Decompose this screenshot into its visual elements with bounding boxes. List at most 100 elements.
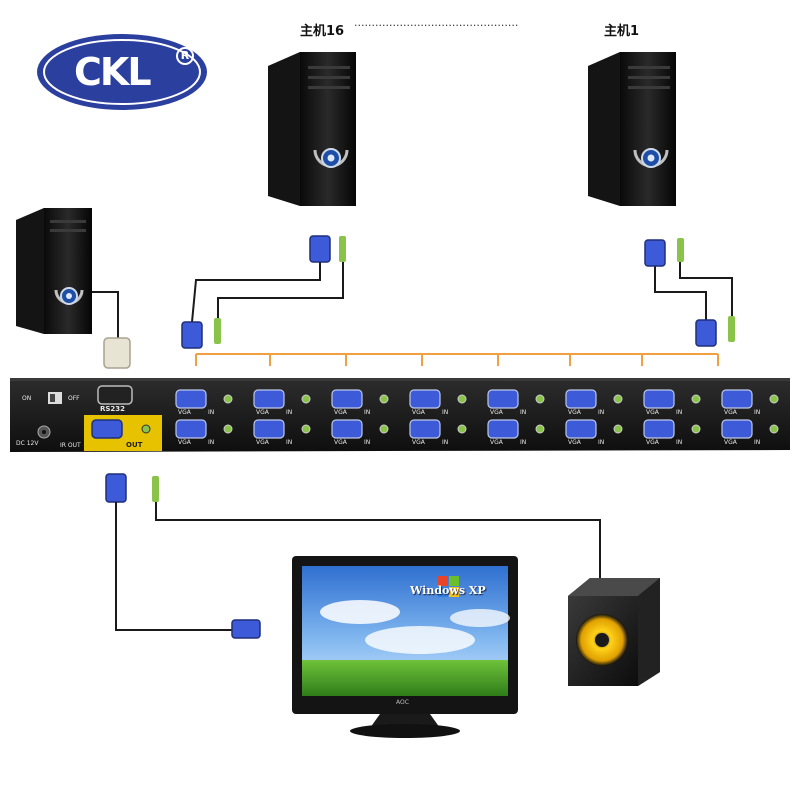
port-label-vga: VGA xyxy=(568,409,581,416)
audio-plug-icon xyxy=(728,316,735,342)
port-label-in: IN xyxy=(286,439,293,446)
port-label-vga: VGA xyxy=(334,409,347,416)
port-label-in: IN xyxy=(208,439,215,446)
cable-local-tower xyxy=(92,291,131,369)
audio-out-port-icon xyxy=(141,424,151,434)
port-span-bracket xyxy=(195,353,719,366)
computer-tower-host1 xyxy=(588,52,676,206)
port-label-vga: VGA xyxy=(178,409,191,416)
port-label-vga: VGA xyxy=(178,439,191,446)
vga-in-port-icon xyxy=(409,389,441,409)
port-label-in: IN xyxy=(676,409,683,416)
vga-in-port-icon xyxy=(331,419,363,439)
audio-in-port-icon xyxy=(379,424,389,434)
label-dots: ........................................… xyxy=(354,16,519,29)
port-label-in: IN xyxy=(364,439,371,446)
label-host-16: 主机16 xyxy=(300,24,345,39)
vga-in-port-icon xyxy=(253,389,285,409)
kvm-label-out: OUT xyxy=(126,441,143,449)
audio-in-port-icon xyxy=(379,394,389,404)
monitor xyxy=(292,556,518,738)
computer-tower-local xyxy=(16,208,92,334)
port-label-in: IN xyxy=(520,439,527,446)
audio-in-port-icon xyxy=(301,424,311,434)
port-label-vga: VGA xyxy=(724,409,737,416)
port-label-vga: VGA xyxy=(568,439,581,446)
port-label-vga: VGA xyxy=(412,439,425,446)
monitor-brand: AOC xyxy=(396,699,409,706)
vga-in-port-icon xyxy=(721,389,753,409)
kvm-label-power: DC 12V xyxy=(16,440,39,447)
audio-in-port-icon xyxy=(457,424,467,434)
kvm-label-off: OFF xyxy=(68,395,80,402)
port-label-vga: VGA xyxy=(256,439,269,446)
kvm-input-ports xyxy=(175,389,779,439)
port-label-in: IN xyxy=(442,409,449,416)
label-host-1: 主机1 xyxy=(604,24,640,39)
vga-in-port-icon xyxy=(721,419,753,439)
port-label-vga: VGA xyxy=(490,439,503,446)
vga-in-port-icon xyxy=(409,419,441,439)
vga-in-port-icon xyxy=(643,419,675,439)
port-label-vga: VGA xyxy=(256,409,269,416)
audio-in-port-icon xyxy=(769,424,779,434)
port-label-vga: VGA xyxy=(334,439,347,446)
vga-in-port-icon xyxy=(565,419,597,439)
logo-registered-mark: R xyxy=(176,47,194,65)
kvm-label-on: ON xyxy=(22,395,32,402)
audio-in-port-icon xyxy=(535,394,545,404)
vga-in-port-icon xyxy=(487,389,519,409)
computer-tower-host16 xyxy=(268,52,356,206)
kvm-label-ir-out: IR OUT xyxy=(60,442,81,449)
audio-plug-icon xyxy=(214,318,221,344)
cable-set-host16 xyxy=(181,235,346,349)
vga-plug-icon xyxy=(231,619,261,639)
port-label-in: IN xyxy=(442,439,449,446)
vga-in-port-icon xyxy=(175,419,207,439)
audio-in-port-icon xyxy=(691,424,701,434)
port-label-in: IN xyxy=(754,409,761,416)
monitor-screen-text: Windows XP xyxy=(410,584,486,597)
vga-plug-icon xyxy=(309,235,331,263)
vga-out-port-icon xyxy=(91,419,123,439)
port-label-in: IN xyxy=(598,409,605,416)
port-label-vga: VGA xyxy=(412,409,425,416)
audio-plug-icon xyxy=(677,238,684,262)
port-label-in: IN xyxy=(364,409,371,416)
audio-in-port-icon xyxy=(613,424,623,434)
vga-in-port-icon xyxy=(331,389,363,409)
audio-in-port-icon xyxy=(691,394,701,404)
cable-console-output xyxy=(105,473,601,639)
port-label-in: IN xyxy=(598,439,605,446)
vga-in-port-icon xyxy=(487,419,519,439)
port-label-in: IN xyxy=(676,439,683,446)
windows-logo-icon xyxy=(438,576,448,586)
audio-in-port-icon xyxy=(223,394,233,404)
audio-in-port-icon xyxy=(613,394,623,404)
logo-text: CKL xyxy=(74,50,152,94)
speaker xyxy=(568,578,660,686)
audio-in-port-icon xyxy=(457,394,467,404)
audio-in-port-icon xyxy=(223,424,233,434)
ckl-logo xyxy=(37,34,207,110)
audio-in-port-icon xyxy=(535,424,545,434)
rs232-port-icon xyxy=(97,385,133,405)
audio-in-port-icon xyxy=(301,394,311,404)
vga-plug-icon xyxy=(644,239,666,267)
audio-in-port-icon xyxy=(769,394,779,404)
port-label-vga: VGA xyxy=(490,409,503,416)
port-label-in: IN xyxy=(286,409,293,416)
kvm-label-rs232: RS232 xyxy=(100,405,126,413)
port-label-vga: VGA xyxy=(646,439,659,446)
port-label-in: IN xyxy=(754,439,761,446)
port-label-in: IN xyxy=(520,409,527,416)
cable-set-host1 xyxy=(644,238,735,347)
vga-plug-icon xyxy=(105,473,127,503)
audio-plug-icon xyxy=(339,236,346,262)
vga-in-port-icon xyxy=(565,389,597,409)
keyboard-plug-icon xyxy=(103,337,131,369)
audio-plug-icon xyxy=(152,476,159,502)
vga-in-port-icon xyxy=(253,419,285,439)
vga-in-port-icon xyxy=(643,389,675,409)
